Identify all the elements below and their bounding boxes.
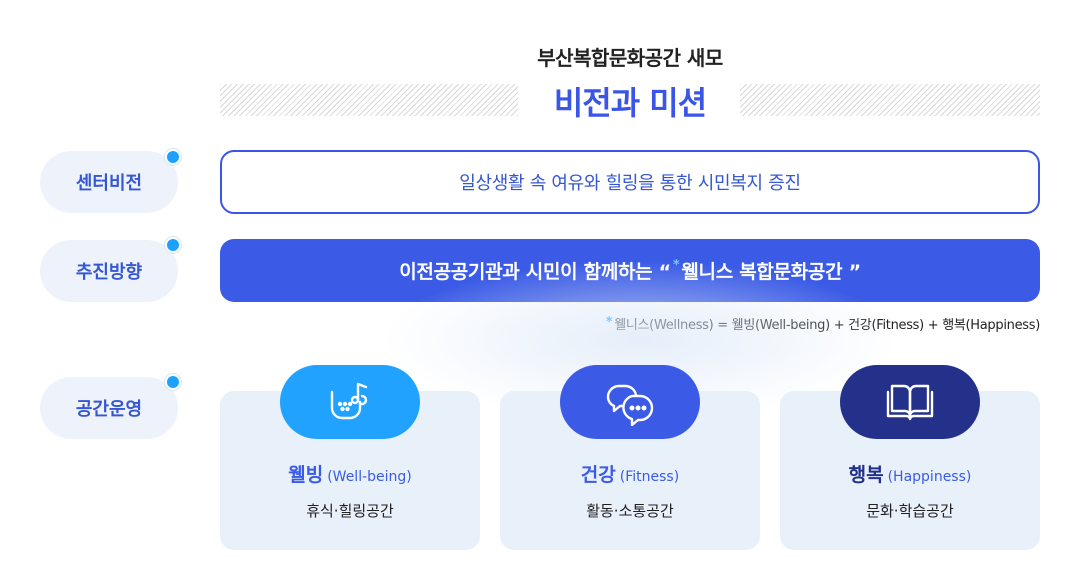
card-fitness-desc: 활동·소통공간 bbox=[586, 502, 674, 520]
row-dot-operation bbox=[165, 374, 181, 390]
card-fitness-title-en: (Fitness) bbox=[619, 469, 680, 485]
card-happiness-title-ko: 행복 bbox=[848, 464, 884, 486]
page-title: 비전과 미션 bbox=[553, 84, 707, 122]
music-cup-icon bbox=[330, 382, 368, 420]
card-happiness-title-en: (Happiness) bbox=[887, 469, 972, 485]
title-right-hatch bbox=[740, 84, 1040, 116]
title-left-hatch bbox=[220, 84, 518, 116]
card-fitness-pill bbox=[560, 365, 700, 439]
card-fitness-title-ko: 건강 bbox=[580, 464, 616, 486]
card-happiness-pill bbox=[840, 365, 980, 439]
chat-bubbles-icon bbox=[606, 384, 654, 426]
card-wellbeing-desc: 휴식·힐링공간 bbox=[306, 502, 394, 520]
open-book-icon bbox=[886, 384, 934, 421]
card-wellbeing-title-en: (Well-being) bbox=[327, 469, 412, 485]
row-dot-direction bbox=[165, 237, 181, 253]
row-label-operation: 공간운영 bbox=[40, 377, 178, 439]
card-wellbeing-title-ko: 웰빙 bbox=[288, 464, 324, 486]
card-wellbeing-title: 웰빙(Well-being) bbox=[220, 460, 480, 487]
card-fitness-title: 건강(Fitness) bbox=[500, 460, 760, 487]
page-subtitle: 부산복합문화공간 새모 bbox=[537, 46, 723, 70]
card-wellbeing-pill bbox=[280, 365, 420, 439]
row-dot-vision bbox=[165, 149, 181, 165]
row-label-direction: 추진방향 bbox=[40, 240, 178, 302]
card-happiness-desc: 문화·학습공간 bbox=[866, 502, 954, 520]
vision-statement: 일상생활 속 여유와 힐링을 통한 시민복지 증진 bbox=[220, 150, 1040, 214]
row-label-vision: 센터비전 bbox=[40, 151, 178, 213]
card-happiness-title: 행복(Happiness) bbox=[780, 460, 1040, 487]
